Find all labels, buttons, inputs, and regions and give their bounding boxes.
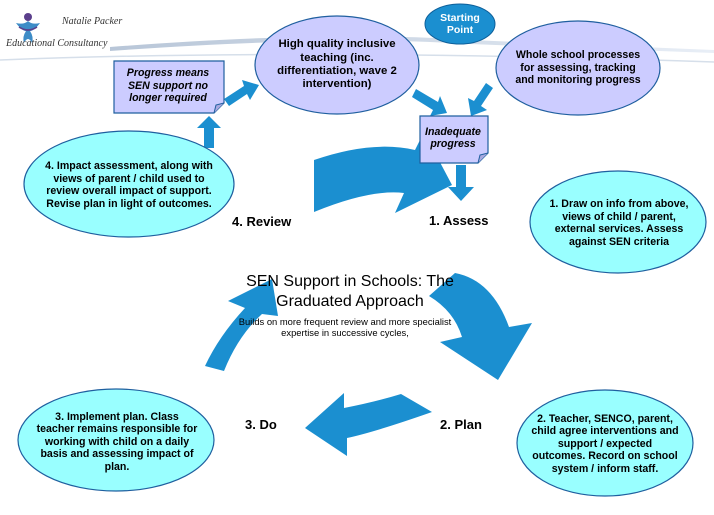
review-description: 4. Impact assessment, along with views o…: [45, 160, 213, 210]
arrow-down-icon: [468, 83, 493, 116]
arrow-down-icon: [412, 89, 447, 116]
arrow-up-icon: [197, 116, 221, 148]
diagram-subtitle: Builds on more frequent review and more …: [238, 316, 452, 339]
stage-label-review: 4. Review: [232, 214, 292, 229]
do-oval: [17, 388, 215, 492]
assess-oval: [529, 170, 707, 274]
progress-note-text: Progress means SEN support no longer req…: [126, 67, 210, 105]
cycle-arrow-plan-to-do: [305, 393, 432, 456]
arrow-down-icon: [448, 165, 474, 201]
stage-label-plan: 2. Plan: [440, 417, 482, 432]
whole-school-text: Whole school processes for assessing, tr…: [515, 49, 641, 87]
do-description: 3. Implement plan. Class teacher remains…: [36, 410, 198, 473]
logo-subtitle: Educational Consultancy: [6, 38, 108, 49]
assess-description: 1. Draw on info from above, views of chi…: [549, 198, 689, 248]
whole-school-oval: [495, 20, 661, 116]
cycle-arrow-review-to-assess: [314, 132, 452, 213]
starting-point-label: Starting Point: [440, 11, 480, 36]
cycle-arrow-do-to-review: [205, 279, 278, 371]
plan-description: 2. Teacher, SENCO, parent, child agree i…: [531, 412, 679, 475]
inadequate-note-text: Inadequate progress: [425, 125, 481, 151]
logo-name: Natalie Packer: [62, 16, 123, 27]
stage-label-do: 3. Do: [245, 417, 277, 432]
progress-note-box: [113, 60, 225, 114]
starting-point-bubble: [424, 3, 496, 45]
quality-teaching-oval: [254, 15, 420, 115]
inadequate-note-box: [419, 115, 489, 164]
plan-oval: [516, 389, 694, 497]
arrow-right-icon: [224, 80, 259, 106]
cycle-arrow-assess-to-plan: [429, 273, 532, 380]
stage-label-assess: 1. Assess: [429, 213, 489, 228]
review-oval: [23, 130, 235, 238]
logo-icon: [16, 13, 40, 43]
diagram-title: SEN Support in Schools: The Graduated Ap…: [246, 273, 454, 310]
quality-teaching-text: High quality inclusive teaching (inc. di…: [277, 38, 397, 91]
